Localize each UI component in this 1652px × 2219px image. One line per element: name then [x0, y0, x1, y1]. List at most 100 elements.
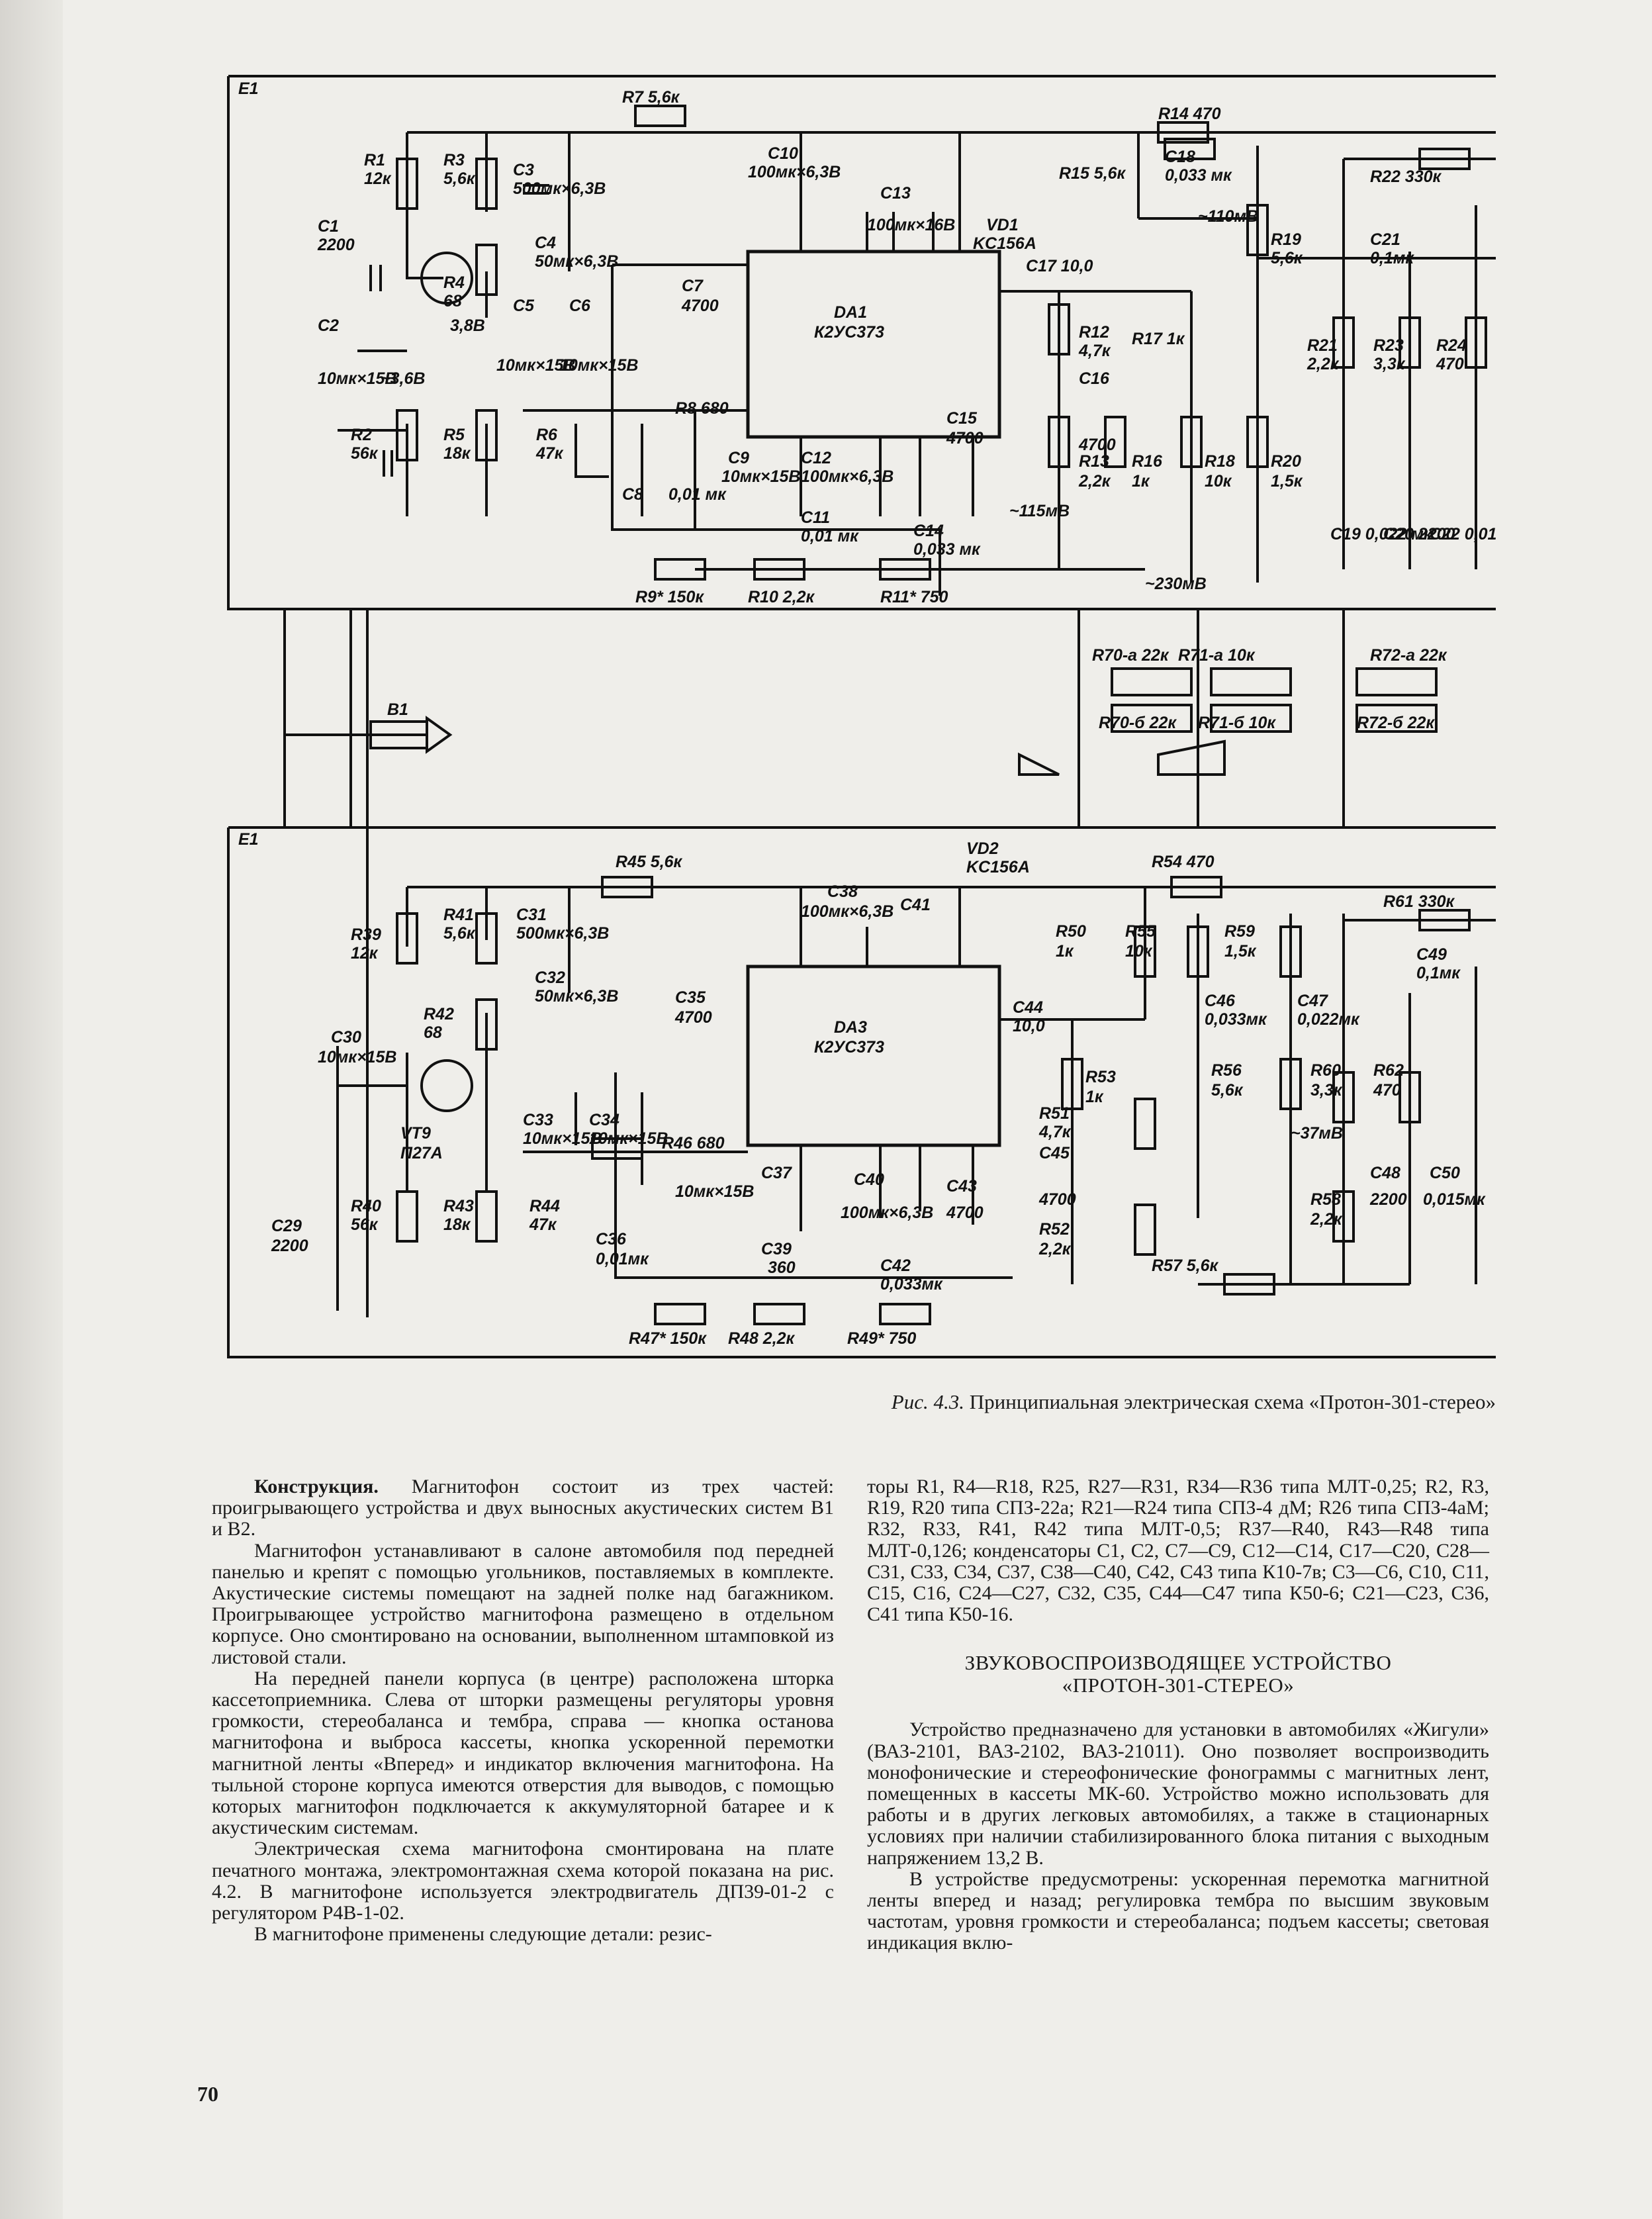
label-c36-value: 0,01мк: [596, 1250, 649, 1268]
label-r21: R21: [1307, 336, 1338, 355]
label-c38: C38: [827, 882, 858, 901]
label-c29-value: 2200: [271, 1237, 308, 1255]
label-c46-value: 0,033мк: [1205, 1010, 1267, 1029]
label-r62: R62: [1373, 1061, 1404, 1080]
label-r16: R16: [1132, 452, 1163, 471]
label-c2: C2: [318, 316, 339, 335]
label-vt9: VT9: [400, 1124, 431, 1143]
label-e1-bottom: E1: [238, 830, 259, 849]
label-c4: C4: [535, 234, 556, 252]
label-r21-value: 2,2к: [1307, 355, 1340, 373]
label-vt-base-voltage: ~3,6В: [381, 369, 425, 388]
label-c37: C37: [761, 1164, 792, 1182]
label-r11: R11* 750: [880, 588, 948, 606]
label-c11: C11: [801, 508, 830, 527]
label-r60-value: 3,3к: [1310, 1081, 1343, 1100]
label-vd2-value: KC156A: [966, 858, 1030, 876]
label-da1-type: К2УС373: [814, 323, 884, 342]
label-vd1-value: KC156A: [973, 234, 1036, 253]
label-c38-value: 100мк×6,3В: [801, 902, 894, 921]
label-c15: C15: [946, 409, 978, 428]
label-c9-value: 10мк×15В: [721, 467, 800, 486]
label-c49-value: 0,1мк: [1416, 964, 1461, 982]
label-vd1: VD1: [986, 216, 1019, 234]
label-r61: R61 330к: [1383, 892, 1455, 911]
label-r44: R44: [529, 1197, 560, 1215]
section-heading-line-1: ЗВУКОВОСПРОИЗВОДЯЩЕЕ УСТРОЙСТВО: [964, 1651, 1392, 1675]
label-r3-value: 5,6к: [443, 169, 476, 188]
label-vd2: VD2: [966, 839, 999, 858]
label-c8-value: 0,01 мк: [668, 485, 727, 504]
label-c42-value: 0,033мк: [880, 1275, 943, 1294]
label-vt9-type: П27A: [400, 1144, 443, 1162]
circuit-schematic: E1 E1 R1 12к C1 2200 R3 5,6к R7 5,6к C3 …: [227, 75, 1496, 1358]
label-r43: R43: [443, 1197, 474, 1215]
label-c48: C48: [1370, 1164, 1400, 1182]
label-c47: C47: [1297, 992, 1328, 1010]
label-r50: R50: [1056, 922, 1086, 941]
paragraph: торы R1, R4—R18, R25, R27—R31, R34—R36 т…: [867, 1476, 1489, 1626]
label-c34-value: 10мк×15В: [589, 1129, 668, 1148]
label-c29: C29: [271, 1217, 302, 1235]
label-c6: C6: [569, 297, 591, 315]
label-e1-top: E1: [238, 79, 259, 98]
paragraph: На передней панели корпуса (в центре) ра…: [212, 1667, 834, 1839]
paragraph: Электрическая схема магнитофона смонтиро…: [212, 1838, 834, 1924]
label-r8: R8 680: [675, 399, 729, 418]
label-r18: R18: [1205, 452, 1235, 471]
label-r1: R1: [364, 151, 385, 169]
label-c4-value: 50мк×6,3В: [535, 252, 618, 271]
label-c1-value: 2200: [317, 236, 355, 254]
label-r19-value: 5,6к: [1271, 249, 1303, 267]
label-r53-value: 1к: [1085, 1088, 1104, 1106]
label-c33-value: 10мк×15В: [523, 1129, 602, 1148]
label-c11-value: 0,01 мк: [801, 527, 859, 545]
label-level-230mv: ~230мВ: [1145, 575, 1207, 593]
label-c15-value: 4700: [946, 429, 984, 448]
label-c41: C41: [900, 896, 931, 914]
label-c47-value: 0,022мк: [1297, 1010, 1360, 1029]
label-r4: R4: [443, 273, 465, 292]
label-r54: R54 470: [1152, 853, 1215, 871]
label-c19: C19 0,022 мк: [1330, 525, 1433, 543]
label-r51-value: 4,7к: [1038, 1123, 1072, 1141]
label-r15: R15 5,6к: [1059, 164, 1126, 183]
label-r9: R9* 150к: [635, 588, 704, 606]
label-c12: C12: [801, 449, 831, 467]
label-c31: C31: [516, 906, 547, 924]
label-c7: C7: [682, 277, 704, 295]
label-r10: R10 2,2к: [748, 588, 815, 606]
label-r71a: R71-а 10к: [1178, 646, 1256, 665]
paragraph-text: Магнитофон состоит из трех частей: проиг…: [212, 1476, 834, 1540]
label-c39: C39: [761, 1240, 792, 1258]
label-c34: C34: [589, 1111, 620, 1129]
label-r60: R60: [1310, 1061, 1341, 1080]
label-r5: R5: [443, 426, 465, 444]
label-da3-type: К2УС373: [814, 1038, 884, 1057]
label-c21-value: 0,1мк: [1370, 249, 1414, 267]
label-r42-value: 68: [424, 1023, 442, 1042]
label-c5-value: 10мк×15В: [496, 356, 575, 375]
paragraph: Магнитофон устанавливают в салоне автомо…: [212, 1539, 834, 1668]
label-c8: C8: [622, 485, 643, 504]
label-b1: B1: [387, 700, 408, 719]
section-heading-line-2: «ПРОТОН-301-СТЕРЕО»: [1062, 1674, 1295, 1697]
label-c35: C35: [675, 988, 706, 1007]
label-r48: R48 2,2к: [728, 1329, 796, 1348]
label-c22: C22 0,015 мк: [1430, 525, 1496, 543]
label-c30-value: 10мк×15В: [318, 1048, 396, 1066]
label-c18-value: 0,033 мк: [1165, 166, 1232, 185]
label-c16: C16: [1079, 369, 1110, 388]
label-c14-value: 0,033 мк: [913, 540, 981, 559]
label-r24: R24: [1436, 336, 1467, 355]
label-c17: C17 10,0: [1026, 257, 1093, 275]
label-r2-value: 56к: [351, 444, 379, 463]
label-c35-value: 4700: [674, 1008, 712, 1027]
label-r58: R58: [1310, 1190, 1341, 1209]
label-c2-value: 10мк×15В: [318, 369, 396, 388]
label-r43-value: 18к: [443, 1215, 471, 1234]
label-r13: R13: [1079, 452, 1109, 471]
label-r46: R46 680: [662, 1134, 725, 1153]
label-c44: C44: [1013, 998, 1043, 1017]
label-r53: R53: [1085, 1068, 1116, 1086]
